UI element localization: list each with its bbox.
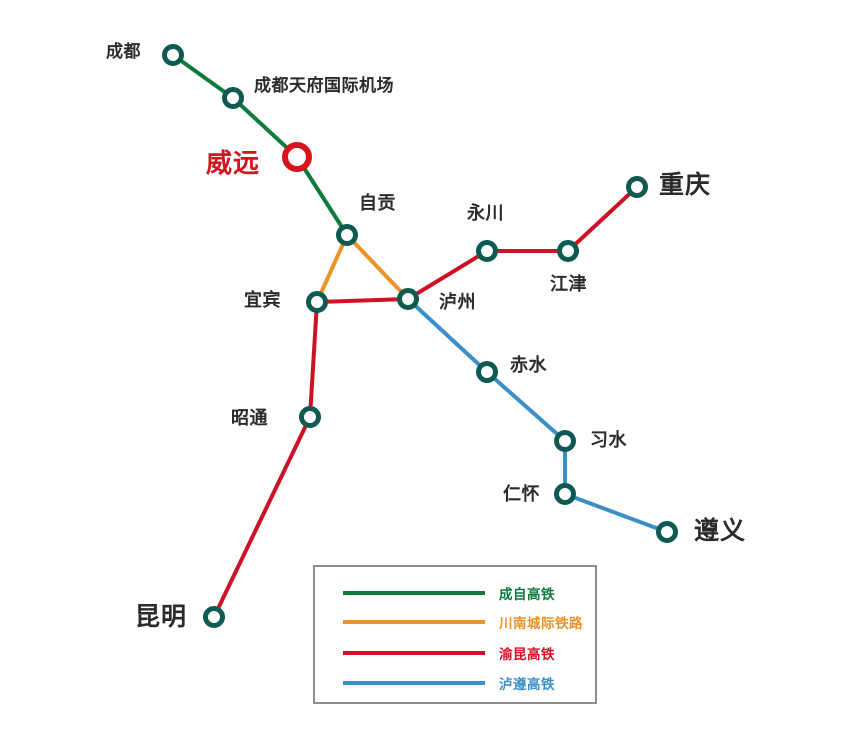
station-marker-zigong-icon bbox=[336, 224, 358, 246]
station-marker-yibin-icon bbox=[306, 291, 328, 313]
legend-label-chuannan: 川南城际铁路 bbox=[499, 616, 583, 632]
station-marker-tianfu-icon bbox=[222, 87, 244, 109]
legend-item-chuannan: 川南城际铁路 bbox=[343, 612, 583, 632]
station-label-xishui: 习水 bbox=[590, 430, 627, 451]
station-label-weiyuan: 威远 bbox=[206, 149, 261, 179]
station-marker-kunming-icon bbox=[203, 606, 225, 628]
station-marker-luzhou-icon bbox=[397, 288, 419, 310]
station-label-jiangjin: 江津 bbox=[550, 274, 587, 295]
station-marker-renhuai-icon bbox=[554, 483, 576, 505]
rail-line-chengzi bbox=[171, 53, 349, 237]
station-label-yongchuan: 永川 bbox=[467, 203, 504, 224]
station-label-chengdu: 成都 bbox=[106, 42, 141, 62]
station-label-renhuai: 仁怀 bbox=[503, 484, 540, 505]
station-label-zunyi: 遵义 bbox=[694, 516, 747, 545]
legend-swatch-yukun-icon bbox=[343, 651, 485, 655]
station-marker-chishui-icon bbox=[476, 361, 498, 383]
station-label-yibin: 宜宾 bbox=[244, 290, 281, 311]
station-label-tianfu: 成都天府国际机场 bbox=[254, 76, 394, 96]
station-marker-jiangjin-icon bbox=[557, 240, 579, 262]
legend-label-luzun: 泸遵高铁 bbox=[499, 677, 555, 693]
rail-line-chuannan bbox=[315, 233, 410, 303]
legend-label-chengzi: 成自高铁 bbox=[499, 587, 555, 603]
station-marker-chongqing-icon bbox=[626, 176, 648, 198]
legend-item-yukun: 渝昆高铁 bbox=[343, 643, 555, 663]
legend-swatch-luzun-icon bbox=[343, 681, 485, 685]
legend-swatch-chengzi-icon bbox=[343, 591, 485, 595]
legend: 成自高铁 川南城际铁路 渝昆高铁 泸遵高铁 bbox=[313, 565, 597, 704]
station-marker-chengdu-icon bbox=[162, 44, 184, 66]
station-label-kunming: 昆明 bbox=[135, 602, 188, 631]
station-marker-zhaotong-icon bbox=[299, 406, 321, 428]
legend-swatch-chuannan-icon bbox=[343, 620, 485, 624]
legend-label-yukun: 渝昆高铁 bbox=[499, 647, 555, 663]
station-marker-xishui-icon bbox=[554, 430, 576, 452]
legend-item-chengzi: 成自高铁 bbox=[343, 583, 555, 603]
station-marker-yongchuan-icon bbox=[476, 240, 498, 262]
rail-lines bbox=[171, 53, 668, 618]
station-label-zhaotong: 昭通 bbox=[231, 408, 268, 429]
station-marker-zunyi-icon bbox=[656, 521, 678, 543]
legend-item-luzun: 泸遵高铁 bbox=[343, 673, 555, 693]
station-label-zigong: 自贡 bbox=[359, 193, 396, 214]
station-label-luzhou: 泸州 bbox=[439, 292, 476, 313]
station-label-chongqing: 重庆 bbox=[659, 170, 712, 199]
station-marker-weiyuan-icon bbox=[282, 142, 312, 172]
station-label-chishui: 赤水 bbox=[510, 355, 547, 376]
station-markers bbox=[162, 44, 678, 628]
